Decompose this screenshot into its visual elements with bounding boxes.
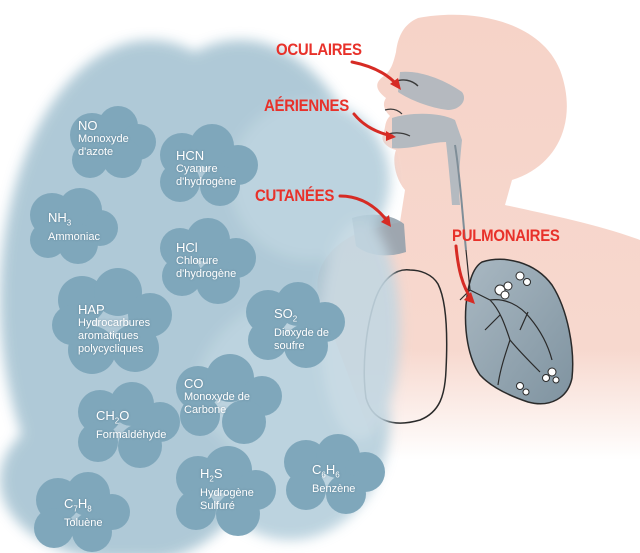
gas-c7h8: C7H8 Toluène bbox=[64, 496, 103, 530]
gas-formula: NH3 bbox=[48, 210, 100, 231]
gas-hcn: HCN Cyanure d'hydrogène bbox=[176, 148, 236, 189]
gas-name: soufre bbox=[274, 340, 329, 353]
gas-formula: NO bbox=[78, 118, 129, 133]
gas-name: Hydrocarbures bbox=[78, 317, 150, 330]
gas-so2: SO2 Dioxyde de soufre bbox=[274, 306, 329, 353]
gas-formula: H2S bbox=[200, 466, 254, 487]
gas-c6h6: C6H6 Benzène bbox=[312, 462, 355, 496]
gas-formula: CH2O bbox=[96, 408, 166, 429]
gas-name: Benzène bbox=[312, 483, 355, 496]
gas-name: Monoxyde bbox=[78, 133, 129, 146]
gas-hap: HAP Hydrocarbures aromatiques polycycliq… bbox=[78, 302, 150, 356]
route-label-cutanees: CUTANÉES bbox=[255, 186, 334, 206]
gas-formula: C7H8 bbox=[64, 496, 103, 517]
gas-name: polycycliques bbox=[78, 343, 150, 356]
gas-ch2o: CH2O Formaldéhyde bbox=[96, 408, 166, 442]
gas-formula: CO bbox=[184, 376, 250, 391]
route-label-pulmonaires: PULMONAIRES bbox=[452, 226, 560, 246]
gas-nh3: NH3 Ammoniac bbox=[48, 210, 100, 244]
gas-name: d'azote bbox=[78, 146, 129, 159]
gas-name: Sulfuré bbox=[200, 500, 254, 513]
route-label-oculaires: OCULAIRES bbox=[276, 40, 362, 60]
gas-name: Monoxyde de bbox=[184, 391, 250, 404]
gas-name: d'hydrogène bbox=[176, 176, 236, 189]
gas-formula: HCN bbox=[176, 148, 236, 163]
route-label-aeriennes: AÉRIENNES bbox=[264, 96, 349, 116]
gas-co: CO Monoxyde de Carbone bbox=[184, 376, 250, 417]
gas-formula: SO2 bbox=[274, 306, 329, 327]
gas-formula: HCl bbox=[176, 240, 236, 255]
gas-no: NO Monoxyde d'azote bbox=[78, 118, 129, 159]
gas-name: Cyanure bbox=[176, 163, 236, 176]
gas-name: Chlorure bbox=[176, 255, 236, 268]
gas-formula: C6H6 bbox=[312, 462, 355, 483]
gas-name: Dioxyde de bbox=[274, 327, 329, 340]
gas-name: Ammoniac bbox=[48, 231, 100, 244]
gas-h2s: H2S Hydrogène Sulfuré bbox=[200, 466, 254, 513]
gas-name: Carbone bbox=[184, 404, 250, 417]
gas-name: d'hydrogène bbox=[176, 268, 236, 281]
gas-name: Toluène bbox=[64, 517, 103, 530]
gas-hcl: HCl Chlorure d'hydrogène bbox=[176, 240, 236, 281]
gas-name: Hydrogène bbox=[200, 487, 254, 500]
gas-formula: HAP bbox=[78, 302, 150, 317]
gas-name: aromatiques bbox=[78, 330, 150, 343]
gas-name: Formaldéhyde bbox=[96, 429, 166, 442]
